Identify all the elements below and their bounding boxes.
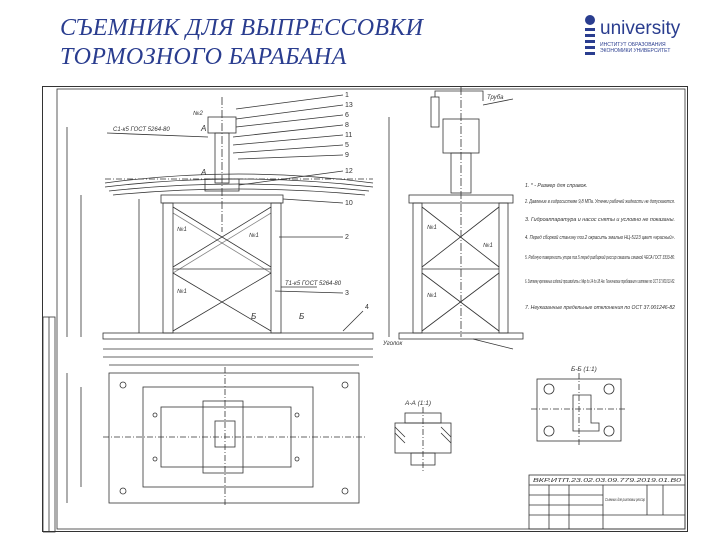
front-view xyxy=(66,94,374,358)
section-mark-a-bottom: А xyxy=(200,168,206,177)
callout-8: 8 xyxy=(345,122,349,129)
callout-11: 11 xyxy=(345,132,352,139)
callout-10: 10 xyxy=(345,200,353,207)
university-logo: university ИНСТИТУТ ОБРАЗОВАНИЯ ЭКОНОМИК… xyxy=(582,12,702,68)
label-angle: Уголок xyxy=(382,341,404,347)
callout-5: 5 xyxy=(345,142,349,149)
section-mark-a-top: А xyxy=(200,124,206,133)
side-label-n1-c: №1 xyxy=(483,242,493,249)
inner-frame xyxy=(56,88,686,530)
section-b-b-title: Б-Б (1:1) xyxy=(571,366,597,373)
callout-9: 9 xyxy=(345,152,349,159)
side-label-n1-b: №1 xyxy=(427,292,437,299)
weld-label-c1: С1-к5 ГОСТ 5264-80 xyxy=(113,127,170,133)
weld-label-t1: Т1-к5 ГОСТ 5264-80 xyxy=(285,281,342,287)
callout-6: 6 xyxy=(345,112,349,119)
callout-1: 1 xyxy=(345,92,349,99)
title-line-2: ТОРМОЗНОГО БАРАБАНА xyxy=(60,44,347,70)
callout-12: 12 xyxy=(345,168,353,175)
note-6: 6. Затяжку крепежных изделий производить… xyxy=(525,278,675,285)
note-7: 7. Неуказанные предельные отклонения по … xyxy=(525,305,675,311)
logo-text: university xyxy=(600,18,681,39)
label-pipe: Труба xyxy=(487,95,504,101)
logo-emblem-icon xyxy=(585,15,595,55)
callout-2: 2 xyxy=(345,234,349,241)
note-3: 3. Гидроаппаратура и насос сняты и услов… xyxy=(525,217,675,223)
section-b-b xyxy=(531,373,627,447)
side-view xyxy=(388,87,524,350)
note-2: 2. Давление в гидросистеме 9,8 МПа. Утеч… xyxy=(524,198,675,205)
technical-notes: 1. * - Размер для справок. 2. Давление в… xyxy=(524,183,675,311)
technical-drawing: 1 13 6 8 11 5 9 12 10 2 3 4 С1-к5 ГОСТ 5… xyxy=(42,87,686,533)
note-5: 5. Рабочую поверхность упора поз.5 перед… xyxy=(525,254,675,261)
section-a-a-title: А-А (1:1) xyxy=(404,400,431,407)
note-1: 1. * - Размер для справок. xyxy=(525,183,587,189)
label-n2: №2 xyxy=(193,110,203,117)
title-line-1: СЪЕМНИК ДЛЯ ВЫПРЕССОВКИ xyxy=(60,15,424,41)
note-4: 4. Перед сборкой станину поз.2 окрасить … xyxy=(525,234,675,241)
section-mark-b-left: Б xyxy=(251,312,256,321)
section-mark-b-right: Б xyxy=(299,312,304,321)
title-block xyxy=(528,474,686,530)
drawing-sheet: 1 13 6 8 11 5 9 12 10 2 3 4 С1-к5 ГОСТ 5… xyxy=(42,86,688,533)
page-title: СЪЕМНИК ДЛЯ ВЫПРЕССОВКИ ТОРМОЗНОГО БАРАБ… xyxy=(60,14,530,72)
stamp-name: Съемник для рихтовки рессор xyxy=(605,497,645,502)
label-n1-c: №1 xyxy=(249,232,259,239)
side-label-n1-a: №1 xyxy=(427,224,437,231)
section-a-a xyxy=(394,407,452,473)
label-n1-a: №1 xyxy=(177,226,187,233)
label-n1-b: №1 xyxy=(177,288,187,295)
plan-view xyxy=(66,364,367,507)
logo-subtitle: ИНСТИТУТ ОБРАЗОВАНИЯ ЭКОНОМИКИ УНИВЕРСИТ… xyxy=(600,42,671,54)
callout-3: 3 xyxy=(345,290,349,297)
callout-4: 4 xyxy=(365,304,369,311)
stamp-code: ВКР.ИТП.23.02.03.09.779.2019.01.В0 xyxy=(533,478,682,484)
callout-13: 13 xyxy=(345,102,353,109)
